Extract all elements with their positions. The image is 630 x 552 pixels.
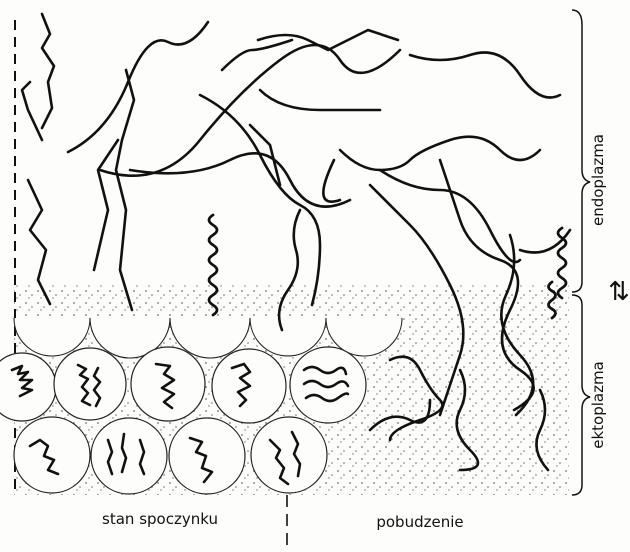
rest-state-caption: stan spoczynku — [102, 510, 218, 528]
granule — [290, 347, 366, 423]
granule — [91, 418, 167, 494]
exchange-arrows-icon: ⇅ — [608, 277, 630, 307]
ectoplasm-bracket — [572, 295, 590, 495]
ectoplasm-label: ektoplazma — [589, 361, 607, 449]
granule — [14, 417, 90, 493]
endoplasm-label: endoplazma — [589, 134, 607, 226]
endoplasm-bracket — [572, 10, 590, 292]
granule — [251, 417, 327, 493]
granule — [54, 348, 126, 420]
excitation-caption: pobudzenie — [376, 513, 463, 531]
